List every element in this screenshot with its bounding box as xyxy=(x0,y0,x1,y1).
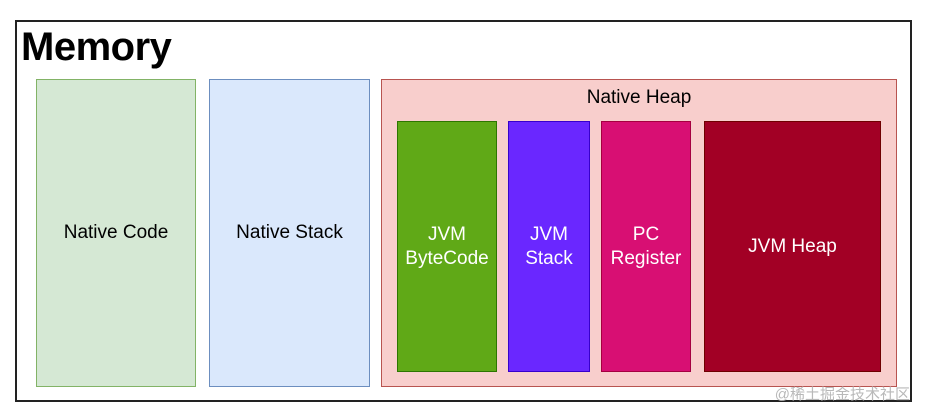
native-heap-label: Native Heap xyxy=(586,87,692,108)
jvm-bytecode-block: JVM ByteCode xyxy=(397,121,497,372)
native-code-block: Native Code xyxy=(36,79,196,387)
jvm-heap-block: JVM Heap xyxy=(704,121,881,372)
pc-register-block: PC Register xyxy=(601,121,691,372)
jvm-stack-block: JVM Stack xyxy=(508,121,590,372)
watermark: @稀土掘金技术社区 xyxy=(774,386,910,403)
diagram-title: Memory xyxy=(21,25,172,69)
native-stack-block: Native Stack xyxy=(209,79,370,387)
